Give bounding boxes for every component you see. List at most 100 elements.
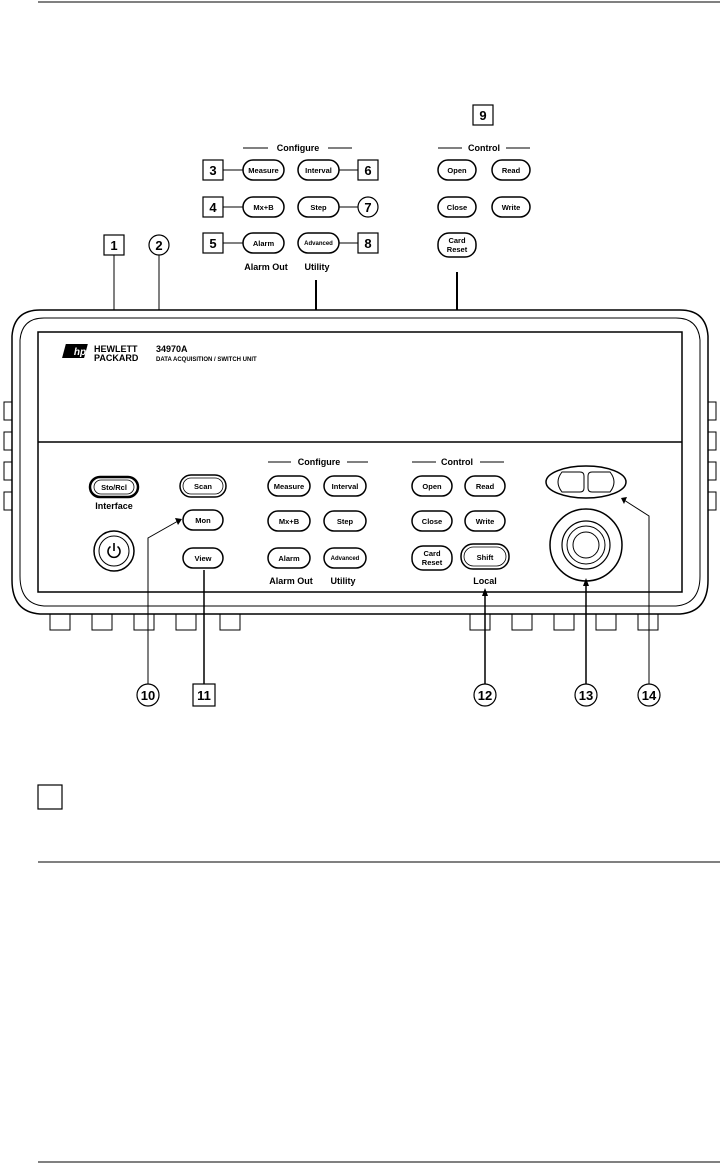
inset-interval-label: Interval [305,166,332,175]
inset-configure-title: Configure [277,143,320,153]
brand-hewlett: HEWLETT [94,344,138,354]
inset-open-label: Open [447,166,467,175]
interface-label: Interface [95,501,133,511]
step-label: Step [337,517,354,526]
callout-12: 12 [473,588,497,707]
step-button[interactable] [323,510,367,532]
shift-label: Shift [477,553,494,562]
shift-button[interactable] [460,543,510,570]
view-button[interactable] [182,547,224,569]
svg-text:2: 2 [155,238,162,253]
svg-text:13: 13 [579,688,593,703]
model-number: 34970A [156,344,188,354]
panel-utility-label: Utility [330,576,355,586]
close-button[interactable] [411,510,453,532]
inset-alarm-out-label: Alarm Out [244,262,288,272]
callout-5: 5 [202,232,243,254]
mon-button[interactable] [182,509,224,531]
callout-11: 11 [192,570,216,707]
arrow-keys[interactable] [545,465,627,499]
inset-utility-label: Utility [304,262,329,272]
svg-text:10: 10 [141,688,155,703]
inset-write-button[interactable] [491,196,531,218]
top-inset-configure: Configure Measure Interval Mx+B Step Ala… [242,143,352,272]
scan-button[interactable] [179,474,227,498]
mon-label: Mon [195,516,211,525]
model-description: DATA ACQUISITION / SWITCH UNIT [156,357,257,363]
write-label: Write [476,517,495,526]
card-reset-button[interactable] [411,545,453,571]
interval-button[interactable] [323,475,367,497]
interval-label: Interval [332,482,359,491]
callout-9: 9 [472,104,494,126]
svg-text:9: 9 [479,108,486,123]
svg-text:11: 11 [197,688,211,703]
callout-13: 13 [574,578,598,707]
inset-card-reset-button[interactable] [437,232,477,258]
inset-step-label: Step [310,203,327,212]
inset-alarm-label: Alarm [253,239,275,248]
callout-14: 14 [621,497,661,707]
svg-text:5: 5 [209,236,216,251]
callout-10: 10 [136,518,182,707]
callout-6: 6 [339,159,379,181]
advanced-label: Advanced [331,556,360,562]
panel-alarm-out-label: Alarm Out [269,576,313,586]
svg-text:4: 4 [209,200,217,215]
power-button[interactable] [93,530,135,572]
svg-text:14: 14 [642,688,657,703]
svg-text:hp: hp [74,347,86,358]
mxb-button[interactable] [267,510,311,532]
inset-write-label: Write [502,203,521,212]
svg-text:7: 7 [364,200,371,215]
inset-open-button[interactable] [437,159,477,181]
svg-text:1: 1 [110,238,117,253]
callout-7: 7 [339,196,379,218]
callout-3: 3 [202,159,243,181]
svg-text:3: 3 [209,163,216,178]
open-button[interactable] [411,475,453,497]
top-inset-control: Control Open Read Close Write Card Reset [437,143,531,258]
local-label: Local [473,576,497,586]
inset-advanced-label: Advanced [304,241,333,247]
right-arrow-key[interactable] [587,471,615,493]
inset-measure-label: Measure [248,166,278,175]
left-arrow-key[interactable] [557,471,585,493]
inset-read-label: Read [502,166,521,175]
svg-text:6: 6 [364,163,371,178]
inset-card-label: Card [448,236,466,245]
read-label: Read [476,482,495,491]
brand-packard: PACKARD [94,353,139,363]
inset-mxb-label: Mx+B [253,203,274,212]
panel-control-label: Control [441,457,473,467]
alarm-label: Alarm [278,554,300,563]
write-button[interactable] [464,510,506,532]
reset-label: Reset [422,558,443,567]
svg-text:8: 8 [364,236,371,251]
view-label: View [195,554,212,563]
measure-label: Measure [274,482,304,491]
read-button[interactable] [464,475,506,497]
rotary-knob-icon[interactable] [549,508,623,582]
advanced-button[interactable] [323,547,367,569]
inset-read-button[interactable] [491,159,531,181]
callout-8: 8 [339,232,379,254]
inset-reset-label: Reset [447,245,468,254]
note-box [37,784,63,810]
inset-control-title: Control [468,143,500,153]
open-label: Open [422,482,442,491]
sto-rcl-button[interactable] [88,475,140,499]
panel-configure-label: Configure [298,457,341,467]
sto-rcl-label: Sto/Rcl [101,483,127,492]
callout-4: 4 [202,196,243,218]
svg-text:12: 12 [478,688,492,703]
inset-close-label: Close [447,203,467,212]
mxb-label: Mx+B [279,517,300,526]
hp-logo: hp [62,344,88,358]
measure-button[interactable] [267,475,311,497]
power-icon [107,543,121,559]
alarm-button[interactable] [267,547,311,569]
scan-label: Scan [194,482,212,491]
inset-close-button[interactable] [437,196,477,218]
